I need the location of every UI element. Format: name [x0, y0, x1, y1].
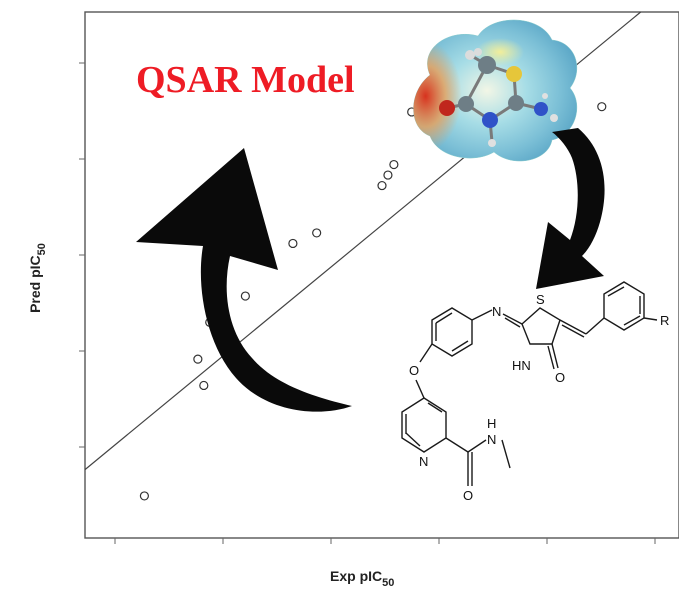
data-point [240, 291, 250, 301]
data-point [139, 491, 149, 501]
electrostatic-potential-molecule-icon [413, 19, 578, 162]
plot-frame [84, 11, 679, 539]
label-o-carbonyl: O [555, 370, 565, 385]
data-point [193, 354, 203, 364]
data-point [288, 238, 298, 249]
data-point [199, 380, 209, 391]
data-point [312, 228, 322, 238]
x-axis-label-sub: 50 [382, 577, 395, 589]
label-nh-ring: HN [512, 358, 531, 373]
x-axis-label-main: Exp pIC [330, 568, 383, 584]
data-point [389, 159, 399, 170]
label-r-group: R [660, 313, 669, 328]
y-axis-ticks [79, 62, 85, 448]
label-n-imine: N [492, 304, 501, 319]
chemical-structure: N S HN O O N H N O R [401, 281, 669, 503]
chart-title: QSAR Model [136, 59, 355, 101]
label-h-amide: H [487, 416, 496, 431]
curved-arrow-up-icon [136, 148, 352, 412]
label-n-pyridine: N [419, 454, 428, 469]
data-point [377, 180, 387, 191]
curved-arrow-down-icon [536, 128, 605, 289]
y-axis-label-sub: 50 [35, 243, 48, 256]
label-n-amide: N [487, 432, 496, 447]
data-point [383, 170, 393, 180]
y-axis-label: Pred pIC50 [26, 243, 48, 313]
label-s-ring: S [536, 292, 545, 307]
label-o-ether: O [409, 363, 419, 378]
x-axis-label: Exp pIC50 [330, 568, 394, 589]
label-o-amide: O [463, 488, 473, 503]
y-axis-label-main: Pred pIC [26, 255, 43, 313]
x-axis-ticks [114, 538, 656, 544]
data-point [597, 102, 607, 112]
